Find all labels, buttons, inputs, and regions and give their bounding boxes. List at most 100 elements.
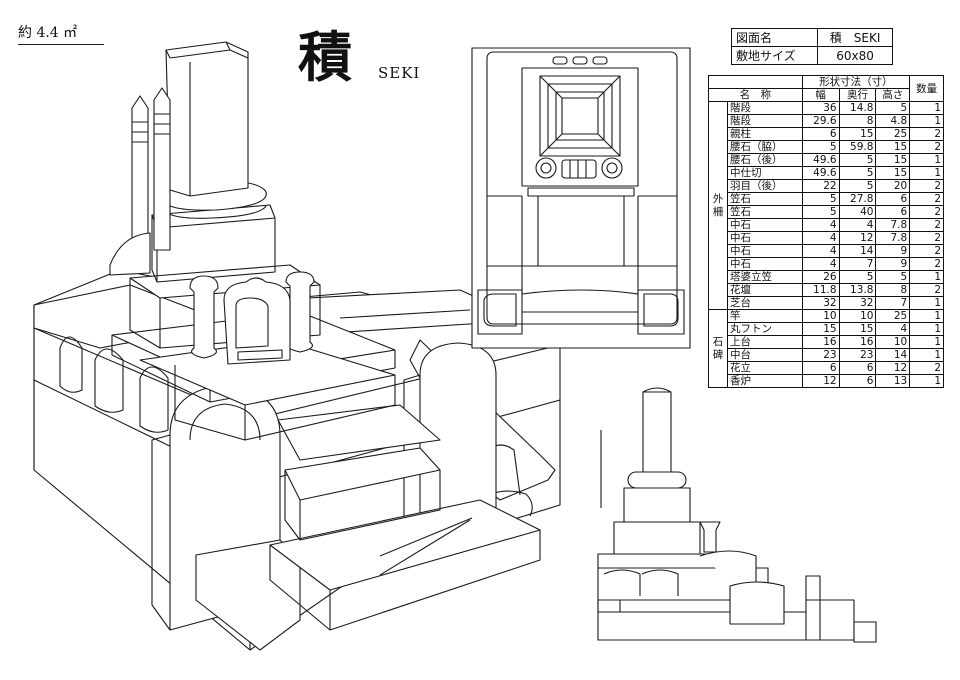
spec-cell-qty: 2 (909, 361, 944, 375)
area-label: 約 4.4 ㎡ (18, 22, 104, 45)
plan-drawing (471, 47, 691, 349)
spec-cell-qty: 2 (909, 192, 944, 206)
spec-cell-name: 中台 (727, 348, 803, 362)
spec-cell-height: 6 (875, 192, 911, 206)
spec-cell-depth: 27.8 (838, 192, 877, 206)
spec-cell-width: 6 (801, 127, 840, 141)
info-value: 60x80 (817, 46, 893, 65)
side-elevation-drawing (597, 387, 877, 643)
spec-cell-depth: 6 (838, 361, 877, 375)
spec-cell-qty: 2 (909, 283, 944, 297)
title-kanji: 積 (298, 25, 352, 89)
spec-cell-width: 6 (801, 361, 840, 375)
spec-cell-name: 竿 (727, 309, 803, 323)
spec-cell-name: 花壇 (727, 283, 803, 297)
spec-cell-depth: 6 (838, 374, 877, 388)
spec-cell-qty: 2 (909, 127, 944, 141)
spec-cell-name: 芝台 (727, 296, 803, 310)
spec-group-label: 石碑 (708, 309, 728, 388)
spec-cell-depth: 32 (838, 296, 877, 310)
spec-cell-name: 上台 (727, 335, 803, 349)
spec-cell-height: 14 (875, 348, 911, 362)
info-row: 敷地サイズ 60x80 (730, 46, 893, 65)
spec-cell-width: 49.6 (801, 166, 840, 180)
spec-cell-height: 15 (875, 153, 911, 167)
spec-cell-depth: 23 (838, 348, 877, 362)
spec-cell-name: 香炉 (727, 374, 803, 388)
drawing-info-table: 図面名 積 SEKI 敷地サイズ 60x80 (730, 28, 893, 65)
spec-cell-height: 4.8 (875, 114, 911, 128)
spec-cell-qty: 1 (909, 296, 944, 310)
spec-cell-height: 5 (875, 270, 911, 284)
spec-cell-width: 49.6 (801, 153, 840, 167)
spec-cell-qty: 2 (909, 179, 944, 193)
spec-cell-depth: 5 (838, 166, 877, 180)
spec-cell-width: 29.6 (801, 114, 840, 128)
spec-cell-name: 塔婆立笠 (727, 270, 803, 284)
spec-cell-depth: 59.8 (838, 140, 877, 154)
spec-cell-name: 笠石 (727, 192, 803, 206)
spec-group-text: 外柵 (712, 192, 724, 218)
spec-header-depth: 奥行 (838, 88, 877, 102)
spec-cell-name: 腰石（脇） (727, 140, 803, 154)
spec-cell-depth: 10 (838, 309, 877, 323)
spec-cell-width: 12 (801, 374, 840, 388)
spec-cell-qty: 1 (909, 309, 944, 323)
spec-cell-depth: 16 (838, 335, 877, 349)
spec-cell-name: 中仕切 (727, 166, 803, 180)
spec-cell-height: 5 (875, 101, 911, 115)
spec-cell-qty: 2 (909, 205, 944, 219)
perspective-drawing (33, 41, 561, 651)
spec-cell-name: 中石 (727, 218, 803, 232)
spec-cell-name: 中石 (727, 231, 803, 245)
spec-cell-qty: 1 (909, 153, 944, 167)
spec-cell-depth: 12 (838, 231, 877, 245)
spec-cell-qty: 1 (909, 348, 944, 362)
spec-cell-name: 腰石（後） (727, 153, 803, 167)
spec-cell-height: 25 (875, 309, 911, 323)
spec-cell-width: 5 (801, 205, 840, 219)
spec-cell-width: 15 (801, 322, 840, 336)
spec-cell-width: 11.8 (801, 283, 840, 297)
spec-cell-qty: 1 (909, 322, 944, 336)
spec-cell-name: 階段 (727, 101, 803, 115)
spec-cell-qty: 1 (909, 114, 944, 128)
spec-cell-name: 花立 (727, 361, 803, 375)
spec-cell-height: 9 (875, 244, 911, 258)
spec-subheader-row: 名 称 幅 奥行 高さ (708, 88, 944, 102)
spec-cell-name: 中石 (727, 244, 803, 258)
spec-cell-height: 9 (875, 257, 911, 271)
spec-cell-width: 23 (801, 348, 840, 362)
spec-cell-width: 16 (801, 335, 840, 349)
spec-cell-qty: 2 (909, 140, 944, 154)
spec-cell-height: 6 (875, 205, 911, 219)
spec-header-qty: 数量 (909, 75, 944, 102)
spec-cell-width: 10 (801, 309, 840, 323)
spec-cell-height: 15 (875, 166, 911, 180)
spec-cell-height: 7 (875, 296, 911, 310)
spec-cell-qty: 1 (909, 374, 944, 388)
info-label: 敷地サイズ (730, 46, 819, 65)
spec-cell-qty: 2 (909, 218, 944, 232)
spec-cell-name: 中石 (727, 257, 803, 271)
spec-cell-depth: 15 (838, 322, 877, 336)
spec-cell-depth: 8 (838, 114, 877, 128)
spec-cell-qty: 1 (909, 166, 944, 180)
spec-header-blank (708, 75, 803, 89)
spec-cell-width: 5 (801, 140, 840, 154)
